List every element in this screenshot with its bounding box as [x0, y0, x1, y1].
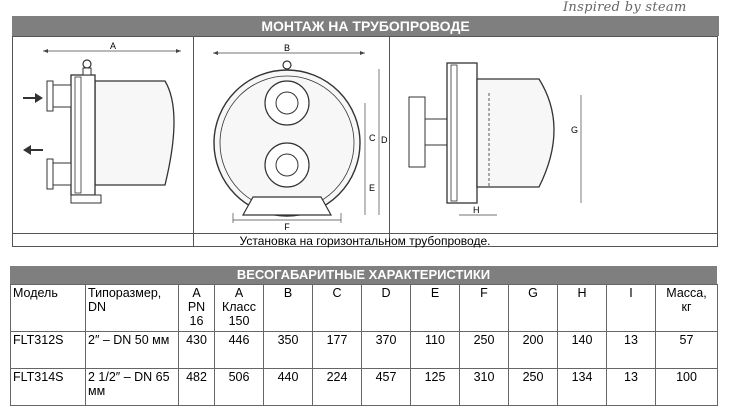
cell-g: 200 [508, 331, 558, 369]
header-h: H [557, 284, 607, 332]
cell-b: 350 [263, 331, 313, 369]
table-row: FLT314S 2 1/2″ – DN 65 мм 482 506 440 22… [10, 368, 718, 406]
dim-label-f: F [284, 222, 290, 232]
header-f: F [459, 284, 509, 332]
top-view-drawing: G H [408, 62, 582, 216]
specs-section-title: ВЕСОГАБАРИТНЫЕ ХАРАКТЕРИСТИКИ [10, 266, 717, 284]
cell-h: 134 [557, 368, 607, 406]
cell-c: 224 [312, 368, 362, 406]
cell-i: 13 [606, 368, 656, 406]
cell-b: 440 [263, 368, 313, 406]
mounting-section-title: МОНТАЖ НА ТРУБОПРОВОДЕ [12, 16, 719, 36]
cell-c: 177 [312, 331, 362, 369]
cell-a-class150: 506 [214, 368, 264, 406]
cell-model: FLT312S [10, 331, 86, 369]
cell-f: 310 [459, 368, 509, 406]
cell-e: 110 [410, 331, 460, 369]
cell-d: 370 [361, 331, 411, 369]
dim-label-h: H [473, 205, 480, 215]
header-d: D [361, 284, 411, 332]
header-b: B [263, 284, 313, 332]
cell-mass: 57 [655, 331, 718, 369]
dim-label-c: C [369, 133, 376, 143]
cell-e: 125 [410, 368, 460, 406]
dim-label-a: A [110, 41, 116, 51]
mounting-diagram-panel: Установка на горизонтальном трубопроводе… [12, 36, 718, 248]
diagram-divider-1 [193, 37, 194, 246]
diagram-caption-divider [13, 233, 717, 234]
header-e: E [410, 284, 460, 332]
header-mass: Масса,кг [655, 284, 718, 332]
mounting-caption: Установка на горизонтальном трубопроводе… [239, 234, 491, 248]
side-view-drawing: A [23, 41, 181, 204]
cell-i: 13 [606, 331, 656, 369]
header-g: G [508, 284, 558, 332]
cell-mass: 100 [655, 368, 718, 406]
brand-tagline: Inspired by steam [563, 0, 687, 15]
cell-size: 2″ – DN 50 мм [85, 331, 179, 369]
header-model: Модель [10, 284, 86, 332]
header-c: C [312, 284, 362, 332]
header-size: Типоразмер,DN [85, 284, 179, 332]
cell-h: 140 [557, 331, 607, 369]
cell-a-class150: 446 [214, 331, 264, 369]
cell-model: FLT314S [10, 368, 86, 406]
table-row: FLT312S 2″ – DN 50 мм 430 446 350 177 37… [10, 331, 718, 369]
cell-f: 250 [459, 331, 509, 369]
cell-size: 2 1/2″ – DN 65 мм [85, 368, 179, 406]
cell-a-pn16: 482 [178, 368, 215, 406]
dim-label-g: G [571, 125, 578, 135]
cell-d: 457 [361, 368, 411, 406]
cell-a-pn16: 430 [178, 331, 215, 369]
header-i: I [606, 284, 656, 332]
dim-label-d: D [381, 135, 388, 145]
dim-label-e: E [369, 183, 375, 193]
cell-g: 250 [508, 368, 558, 406]
front-view-drawing: B F C D E [213, 43, 388, 232]
dim-label-b: B [284, 43, 290, 53]
diagram-divider-2 [389, 37, 390, 246]
